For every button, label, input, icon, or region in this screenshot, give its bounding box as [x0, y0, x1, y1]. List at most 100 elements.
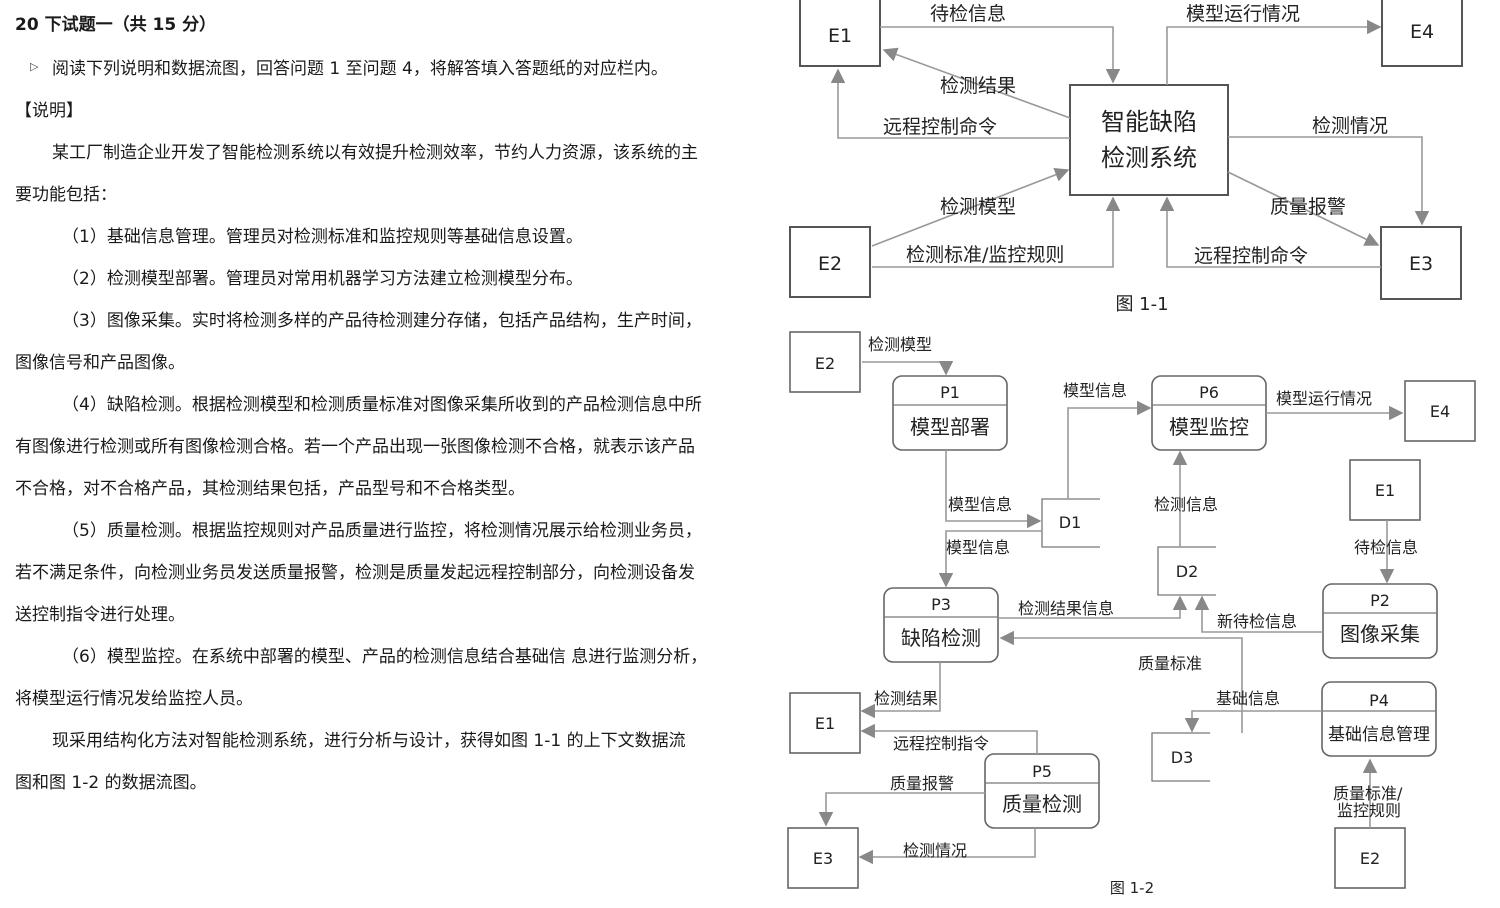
para-line: 不合格，对不合格产品，其检测结果包括，产品型号和不合格类型。 — [15, 479, 525, 499]
process-p2-name: 图像采集 — [1340, 622, 1420, 646]
flow-label: 质量标准/ — [1333, 784, 1403, 803]
entity-e1 — [789, 692, 861, 754]
entity-e4 — [1404, 380, 1476, 442]
flow-label: 新待检信息 — [1217, 612, 1297, 631]
flow-label: 检测情况 — [1312, 115, 1388, 137]
level1-dfd: E2 E4 E1 E1 E3 E2 P1 模型部署 P6 模型监控 P3 缺陷检… — [787, 331, 1476, 897]
entity-e3-label: E3 — [813, 849, 833, 868]
flow-label: 模型运行情况 — [1186, 3, 1300, 25]
data-store-d2-label: D2 — [1176, 562, 1199, 581]
entity-e3-label: E3 — [1409, 253, 1433, 275]
entity-e4-label: E4 — [1410, 21, 1434, 43]
flow-label: 检测信息 — [1154, 495, 1218, 514]
flow-arrow — [830, 68, 1070, 139]
entity-e1-label: E1 — [815, 714, 835, 733]
flow-label: 检测情况 — [903, 841, 967, 860]
flow-arrow — [999, 630, 1243, 733]
para-line: 图和图 1-2 的数据流图。 — [15, 773, 207, 793]
para-line: 要功能包括： — [15, 185, 117, 205]
process-p5 — [984, 753, 1100, 829]
question-title: 20 下试题一（共 15 分） — [15, 15, 217, 35]
flow-label: 模型信息 — [946, 538, 1010, 557]
process-p1 — [892, 375, 1008, 451]
data-store-d2 — [1157, 546, 1216, 596]
entity-e1-label: E1 — [1375, 481, 1395, 500]
flow-label: 检测模型 — [940, 196, 1016, 218]
entity-e2-label: E2 — [815, 354, 835, 373]
flow-arrow — [858, 828, 1036, 865]
flow-arrow — [860, 723, 1038, 754]
data-store-d1 — [1041, 498, 1100, 548]
flow-arrow — [1194, 595, 1323, 633]
flow-label: 检测结果 — [940, 75, 1016, 97]
flow-arrow — [880, 26, 1121, 84]
process-p6-name: 模型监控 — [1169, 415, 1249, 439]
entity-e2 — [789, 331, 861, 393]
entity-e4-label: E4 — [1430, 402, 1450, 421]
system-label-line2: 检测系统 — [1101, 144, 1197, 172]
flow-arrow — [1067, 400, 1152, 499]
intro-text: 阅读下列说明和数据流图，回答问题 1 至问题 4，将解答填入答题纸的对应栏内。 — [52, 59, 668, 79]
flow-arrow — [1166, 19, 1382, 85]
flow-label: 质量标准 — [1138, 654, 1202, 673]
flow-arrow — [1184, 710, 1322, 733]
system-label-line1: 智能缺陷 — [1101, 108, 1197, 136]
para-line: （2）检测模型部署。管理员对常用机器学习方法建立检测模型分布。 — [62, 269, 583, 289]
flow-label: 模型信息 — [1063, 381, 1127, 400]
flow-arrow — [871, 167, 1070, 247]
entity-e2 — [789, 226, 871, 298]
process-p2 — [1322, 583, 1438, 659]
para-line: 有图像进行检测或所有图像检测合格。若一个产品出现一张图像检测不合格，就表示该产品 — [15, 437, 695, 457]
entity-e1 — [799, 0, 881, 67]
entity-e4 — [1381, 0, 1463, 67]
process-p5-id: P5 — [1032, 762, 1052, 781]
figure-caption-1-2: 图 1-2 — [1110, 879, 1154, 897]
context-dfd: E1 E4 E2 E3 智能缺陷 检测系统 待检信息 模型运行情况 检测结果 远… — [789, 0, 1463, 315]
flow-label: 模型运行情况 — [1276, 389, 1372, 408]
process-p1-name: 模型部署 — [910, 415, 990, 439]
flow-arrow — [862, 361, 954, 376]
flow-label: 远程控制指令 — [893, 734, 989, 753]
flow-label: 远程控制命令 — [883, 116, 997, 138]
flow-arrow — [1227, 171, 1380, 246]
para-line: 现采用结构化方法对智能检测系统，进行分析与设计，获得如图 1-1 的上下文数据流 — [52, 731, 686, 751]
entity-e2 — [1334, 827, 1406, 889]
flow-label: 检测模型 — [868, 335, 932, 354]
data-store-d3 — [1151, 732, 1210, 782]
process-p1-id: P1 — [940, 383, 960, 402]
process-p4 — [1321, 681, 1437, 757]
flow-arrow — [938, 530, 1042, 588]
process-p4-id: P4 — [1369, 691, 1389, 710]
process-p3-id: P3 — [931, 595, 951, 614]
flow-label: 质量报警 — [890, 774, 954, 793]
flow-arrow — [818, 792, 985, 827]
flow-arrow — [945, 450, 1042, 529]
entity-e2-label: E2 — [1360, 849, 1380, 868]
para-line: 若不满足条件，向检测业务员发送质量报警，检测是质量发起远程控制部分，向检测设备发 — [15, 563, 695, 583]
flow-arrow — [998, 595, 1188, 619]
para-line: 将模型运行情况发给监控人员。 — [15, 689, 253, 709]
section-heading: 【说明】 — [15, 101, 83, 121]
para-line: 某工厂制造企业开发了智能检测系统以有效提升检测效率，节约人力资源，该系统的主 — [52, 143, 698, 163]
process-p6-id: P6 — [1199, 383, 1219, 402]
process-p4-name: 基础信息管理 — [1328, 725, 1430, 745]
para-line: （4）缺陷检测。根据检测模型和检测质量标准对图像采集所收到的产品检测信息中所 — [62, 395, 702, 415]
process-p5-name: 质量检测 — [1002, 792, 1082, 816]
para-line: （1）基础信息管理。管理员对检测标准和监控规则等基础信息设置。 — [62, 227, 583, 247]
data-store-d3-label: D3 — [1171, 748, 1194, 767]
entity-e2-label: E2 — [818, 253, 842, 275]
process-p3 — [883, 587, 999, 663]
flow-label: 模型信息 — [948, 495, 1012, 514]
figure-caption-1-1: 图 1-1 — [1115, 294, 1168, 315]
flow-label: 待检信息 — [930, 3, 1006, 25]
flow-label: 检测结果信息 — [1018, 599, 1114, 618]
flow-label: 待检信息 — [1354, 538, 1418, 557]
flow-arrow — [1159, 196, 1381, 268]
entity-e3 — [787, 827, 859, 889]
flow-label: 基础信息 — [1216, 689, 1280, 708]
flow-arrow — [860, 662, 941, 719]
para-line: （6）模型监控。在系统中部署的模型、产品的检测信息结合基础信 息进行监测分析， — [62, 647, 708, 667]
flow-label: 检测标准/监控规则 — [906, 244, 1064, 266]
flow-label: 监控规则 — [1337, 801, 1401, 820]
